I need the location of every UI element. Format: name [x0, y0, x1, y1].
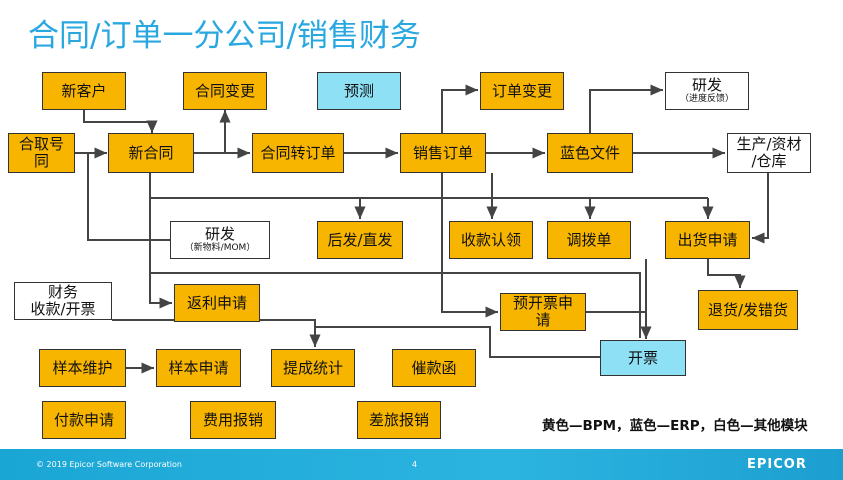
box-label: 退货/发错货 [707, 300, 789, 319]
box-label: 后发/直发 [327, 230, 393, 249]
box-label: 研发 [691, 76, 722, 94]
box-blue-document: 蓝色文件 [547, 133, 633, 173]
box-dunning-letter: 催款函 [392, 349, 476, 387]
box-label: 生产/资材 [736, 135, 802, 153]
box-commission-stats: 提成统计 [271, 349, 355, 387]
page-title: 合同/订单一分公司/销售财务 [28, 18, 421, 54]
box-contract-to-order: 合同转订单 [252, 133, 344, 173]
box-sublabel: （进度反馈） [679, 94, 734, 104]
box-label-2: /仓库 [751, 152, 787, 170]
box-pre-invoice-request: 预开票申请 [500, 293, 586, 331]
box-expense-claim: 费用报销 [190, 401, 276, 439]
box-shipping-request: 出货申请 [665, 221, 750, 259]
box-sample-request: 样本申请 [156, 349, 241, 387]
box-label: 新合同 [128, 143, 174, 162]
footer-page-number: 4 [412, 460, 418, 469]
box-post-direct-ship: 后发/直发 [317, 221, 403, 259]
box-label: 订单变更 [491, 81, 552, 100]
box-label: 费用报销 [202, 410, 263, 429]
box-new-customer: 新客户 [42, 72, 126, 110]
box-return-wrong-goods: 退货/发错货 [698, 290, 798, 330]
box-label: 新客户 [61, 81, 107, 100]
box-transfer-order: 调拨单 [547, 221, 631, 259]
box-label: 样本申请 [168, 358, 229, 377]
box-contract-change: 合同变更 [183, 72, 267, 110]
box-sales-order: 销售订单 [400, 133, 486, 173]
box-production-warehouse: 生产/资材 /仓库 [727, 133, 811, 173]
box-new-contract: 新合同 [108, 133, 194, 173]
box-label: 调拨单 [566, 230, 612, 249]
footer-brand-logo: EPICOR [747, 457, 807, 472]
box-label: 合取号同 [18, 135, 64, 170]
box-payment-request: 付款申请 [42, 401, 126, 439]
box-label: 提成统计 [282, 358, 343, 377]
box-travel-claim: 差旅报销 [357, 401, 441, 439]
box-sample-maintenance: 样本维护 [39, 349, 126, 387]
box-label: 催款函 [411, 358, 457, 377]
box-label: 差旅报销 [368, 410, 429, 429]
box-label: 样本维护 [52, 358, 113, 377]
footer-copyright: © 2019 Epicor Software Corporation [36, 460, 182, 469]
box-order-change: 订单变更 [480, 72, 564, 110]
box-label: 合同变更 [194, 81, 255, 100]
box-finance: 财务 收款/开票 [14, 282, 112, 320]
box-label: 收款认领 [460, 230, 521, 249]
box-rebate-request: 返利申请 [174, 284, 260, 322]
box-label: 蓝色文件 [559, 143, 620, 162]
box-receipt-claim: 收款认领 [449, 221, 533, 259]
box-label: 出货申请 [677, 230, 738, 249]
footer-bar: © 2019 Epicor Software Corporation 4 EPI… [0, 449, 843, 480]
box-label: 付款申请 [53, 410, 114, 429]
box-forecast: 预测 [317, 72, 401, 110]
box-rnd-progress: 研发 （进度反馈） [665, 72, 749, 110]
box-get-contract-number: 合取号同 [8, 133, 75, 173]
box-label: 研发 [204, 225, 235, 243]
box-label: 销售订单 [412, 143, 473, 162]
box-rnd-material: 研发 （新物料/MOM） [170, 221, 270, 259]
box-label: 预测 [343, 81, 374, 100]
box-label-2: 收款/开票 [30, 300, 96, 318]
box-sublabel: （新物料/MOM） [184, 243, 256, 253]
box-label: 财务 [47, 283, 78, 301]
box-label: 开票 [627, 348, 658, 367]
connector-lines [75, 84, 769, 374]
color-legend: 黄色—BPM，蓝色—ERP，白色—其他模块 [542, 418, 808, 434]
box-label: 预开票申请 [512, 294, 573, 329]
box-label: 合同转订单 [260, 143, 336, 162]
box-invoice: 开票 [600, 340, 686, 376]
box-label: 返利申请 [186, 293, 247, 312]
